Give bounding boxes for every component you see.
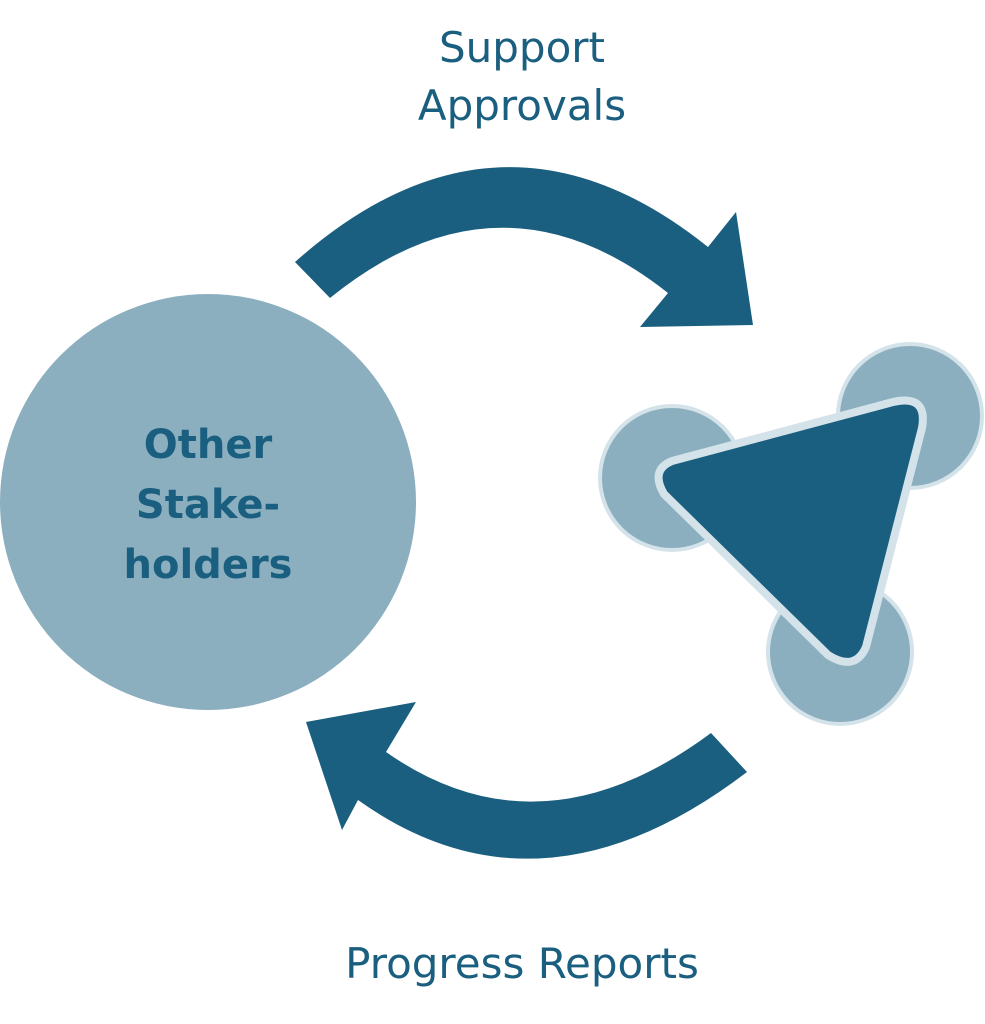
stakeholders-label-line3: holders bbox=[124, 542, 293, 588]
top-label-line1: Support bbox=[439, 23, 605, 72]
bottom-arrow bbox=[306, 702, 747, 859]
stakeholders-circle bbox=[0, 294, 416, 710]
team-triangle-icon bbox=[598, 342, 984, 726]
stakeholders-label-line1: Other bbox=[144, 422, 273, 468]
stakeholders-label-line2: Stake- bbox=[136, 482, 280, 528]
top-label-line2: Approvals bbox=[418, 81, 626, 130]
top-arrow bbox=[295, 167, 753, 327]
team-triangle bbox=[654, 396, 927, 666]
bottom-label: Progress Reports bbox=[345, 939, 699, 988]
